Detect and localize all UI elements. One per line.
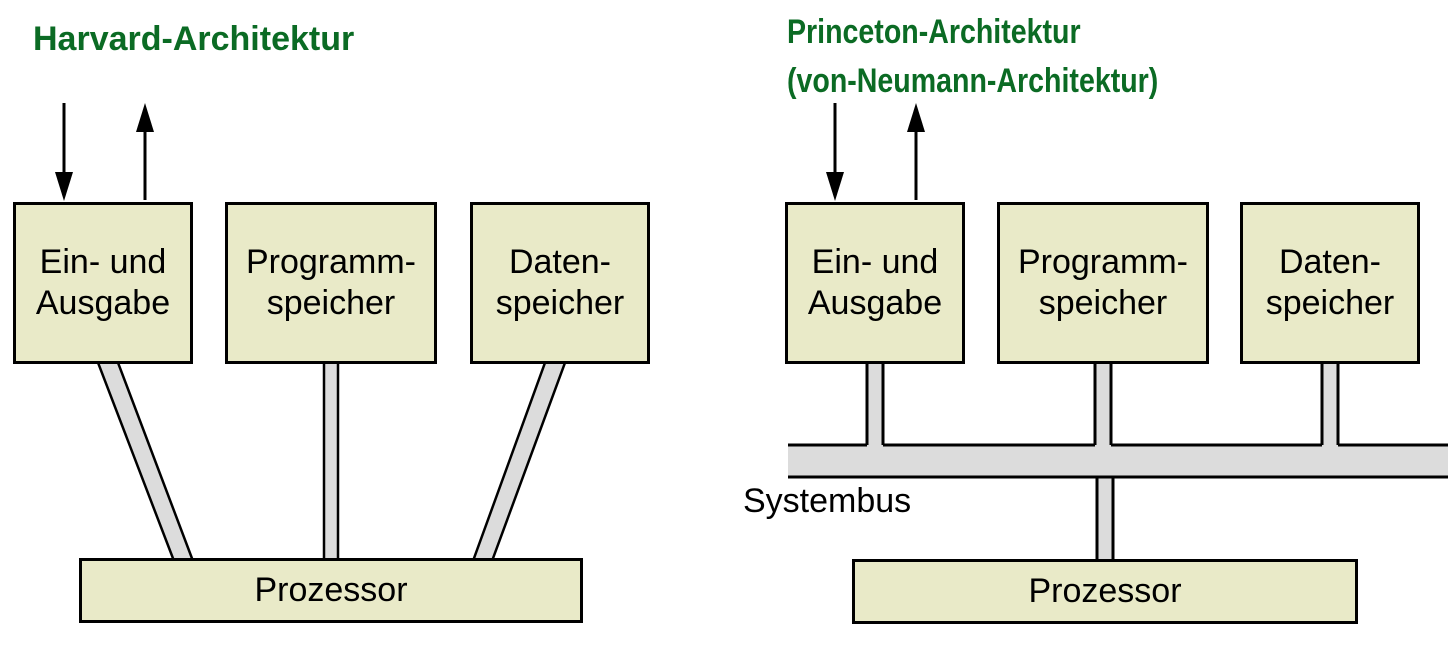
princeton-io-stub — [867, 360, 883, 448]
harvard-title: Harvard-Architektur — [33, 20, 355, 58]
harvard-data-memory-box: Daten- speicher — [470, 202, 650, 364]
princeton-data-stub — [1322, 360, 1338, 448]
princeton-io-box: Ein- und Ausgabe — [785, 202, 965, 364]
harvard-processor-box: Prozessor — [79, 558, 583, 623]
princeton-input-arrowhead — [826, 172, 844, 201]
princeton-program-stub — [1095, 360, 1111, 448]
princeton-processor-box: Prozessor — [852, 559, 1358, 624]
systembus-label: Systembus — [743, 482, 912, 520]
harvard-io-box: Ein- und Ausgabe — [13, 202, 193, 364]
princeton-output-arrowhead — [907, 103, 925, 132]
harvard-io-bus — [95, 358, 195, 563]
princeton-title-line2: (von-Neumann-Architektur) — [787, 62, 1159, 100]
princeton-program-memory-box: Programm- speicher — [997, 202, 1209, 364]
harvard-input-arrowhead — [55, 172, 73, 201]
princeton-processor-bus — [1097, 478, 1113, 562]
harvard-program-memory-box: Programm- speicher — [225, 202, 437, 364]
princeton-title: Princeton-Architektur (von-Neumann-Archi… — [787, 8, 1158, 106]
princeton-data-memory-box: Daten- speicher — [1240, 202, 1420, 364]
harvard-program-bus — [322, 358, 340, 563]
systembus-bar — [788, 446, 1448, 476]
harvard-output-arrowhead — [136, 103, 154, 132]
princeton-title-line1: Princeton-Architektur — [787, 13, 1081, 51]
harvard-data-bus — [471, 358, 568, 563]
